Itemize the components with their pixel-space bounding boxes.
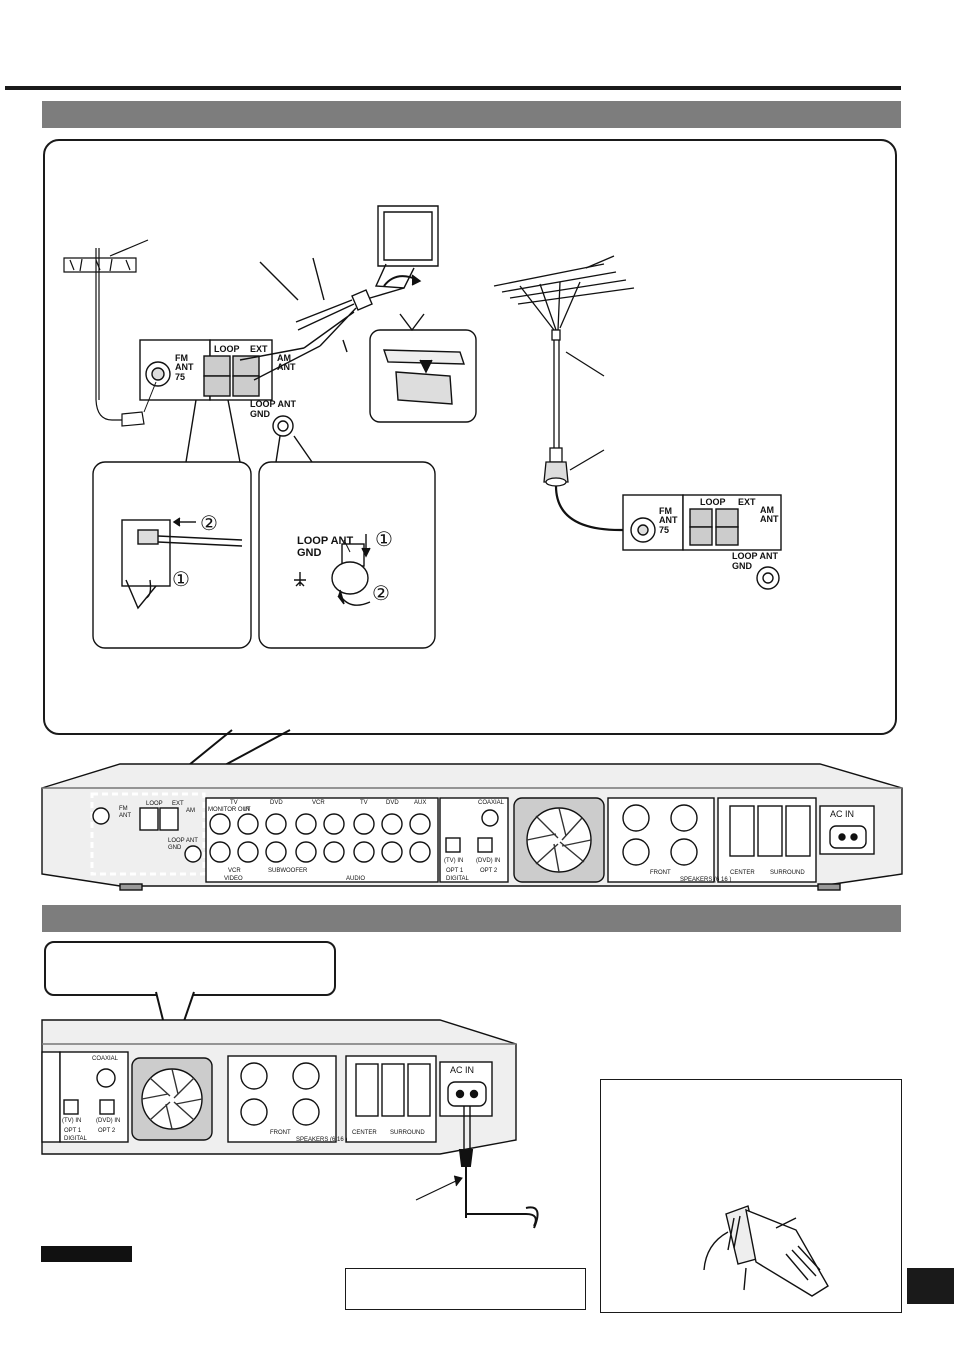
rear-panel-partial xyxy=(41,1019,517,1155)
ext-label: EXT xyxy=(250,344,268,354)
top-rule xyxy=(5,86,901,90)
fm-label-right: FM xyxy=(659,506,672,516)
rp-subwoofer: SUBWOOFER xyxy=(268,868,308,874)
section-bar-ac-power xyxy=(42,905,901,932)
fm-label: FM xyxy=(175,353,188,363)
terminal-detail-right xyxy=(258,435,436,649)
fm-terminal-panel-right xyxy=(622,494,782,590)
note-box xyxy=(345,1268,586,1310)
rp-gnd: GND xyxy=(168,845,182,851)
fan-callout-box xyxy=(44,941,336,996)
step-1-right: ① xyxy=(375,529,393,551)
rp-tv: TV xyxy=(230,800,238,806)
rp-tv-in-opt: (TV) IN xyxy=(444,858,464,864)
fm-outdoor-antenna-icon xyxy=(493,255,636,532)
rp2-opt2: OPT 2 xyxy=(98,1128,116,1134)
rp-coaxial: COAXIAL xyxy=(478,800,505,806)
step-2-right: ② xyxy=(372,583,390,605)
loop-ant-zoom-label: LOOP ANT xyxy=(297,535,354,547)
rp2-dvd-in: (DVD) IN xyxy=(96,1118,121,1124)
rp-dvd2: DVD xyxy=(386,800,399,806)
rp-loop: LOOP xyxy=(146,801,163,807)
rp-video: VIDEO xyxy=(224,876,243,882)
gnd-zoom-label: GND xyxy=(297,547,322,559)
rp2-ac-in: AC IN xyxy=(450,1065,475,1075)
page-number-tab xyxy=(907,1268,954,1304)
rp-tv2: TV xyxy=(360,800,368,806)
fm-ohm-label: 75 xyxy=(175,372,186,382)
am-loop-antenna-icon xyxy=(239,205,439,381)
rp2-digital: DIGITAL xyxy=(64,1136,87,1142)
gnd-label: GND xyxy=(250,409,270,419)
gnd-label-right: GND xyxy=(732,561,752,571)
am-label: AM xyxy=(277,353,291,363)
rp-tv-in: IN xyxy=(244,807,250,813)
rp2-surround: SURROUND xyxy=(390,1130,425,1136)
terminal-detail-left xyxy=(92,399,252,649)
fm-ohm-label-right: 75 xyxy=(659,525,670,535)
ext-label-right: EXT xyxy=(738,497,756,507)
loop-label: LOOP xyxy=(214,344,240,354)
plug-icon xyxy=(703,1205,829,1297)
fm-terminal-panel xyxy=(139,339,294,437)
am-clip-detail xyxy=(369,313,477,423)
rp-digital: DIGITAL xyxy=(446,876,469,882)
rp-monitor-out: MONITOR OUT xyxy=(208,807,251,813)
fm-indoor-antenna-icon xyxy=(63,239,149,427)
rp-center: CENTER xyxy=(730,870,755,876)
rp-vcr-bottom: VCR xyxy=(228,868,241,874)
rp-audio: AUDIO xyxy=(346,876,366,882)
loop-ant-label-right: LOOP ANT xyxy=(732,551,779,561)
rp2-front: FRONT xyxy=(270,1130,291,1136)
am-ant-label-right: ANT xyxy=(760,514,779,524)
rp-fm-ant: ANT xyxy=(119,813,131,819)
rp2-center: CENTER xyxy=(352,1130,377,1136)
rp2-coaxial: COAXIAL xyxy=(92,1056,119,1062)
section-bar-antenna xyxy=(42,101,901,128)
rp-ac-in: AC IN xyxy=(830,809,855,819)
rear-panel-full xyxy=(41,763,903,891)
rp-opt1: OPT 1 xyxy=(446,868,464,874)
plug-info-box xyxy=(600,1079,902,1313)
am-label-right: AM xyxy=(760,505,774,515)
rp-surround: SURROUND xyxy=(770,870,805,876)
loop-label-right: LOOP xyxy=(700,497,726,507)
rp-ext: EXT xyxy=(172,801,184,807)
rp-fm: FM xyxy=(119,806,128,812)
rp-am: AM xyxy=(186,808,195,814)
rp-dvd-in-opt: (DVD) IN xyxy=(476,858,501,864)
rp-vcr: VCR xyxy=(312,800,325,806)
ac-power-cord-icon xyxy=(415,1149,539,1229)
rp2-opt1: OPT 1 xyxy=(64,1128,82,1134)
rp-aux: AUX xyxy=(414,800,427,806)
fm-ant-label: ANT xyxy=(175,362,194,372)
rp-loop-ant: LOOP ANT xyxy=(168,838,198,844)
step-2-left: ② xyxy=(200,513,218,535)
rp2-tv-in: (TV) IN xyxy=(62,1118,82,1124)
am-ant-label: ANT xyxy=(277,362,296,372)
rp-front: FRONT xyxy=(650,870,671,876)
caution-tag xyxy=(41,1246,132,1262)
rp-dvd: DVD xyxy=(270,800,283,806)
step-1-left: ① xyxy=(172,569,190,591)
loop-ant-label: LOOP ANT xyxy=(250,399,297,409)
rp-speakers: SPEAKERS (6 16 ) xyxy=(680,877,732,883)
fm-ant-label-right: ANT xyxy=(659,515,678,525)
rp-opt2: OPT 2 xyxy=(480,868,498,874)
rp2-speakers: SPEAKERS (6 16 ) xyxy=(296,1137,348,1143)
